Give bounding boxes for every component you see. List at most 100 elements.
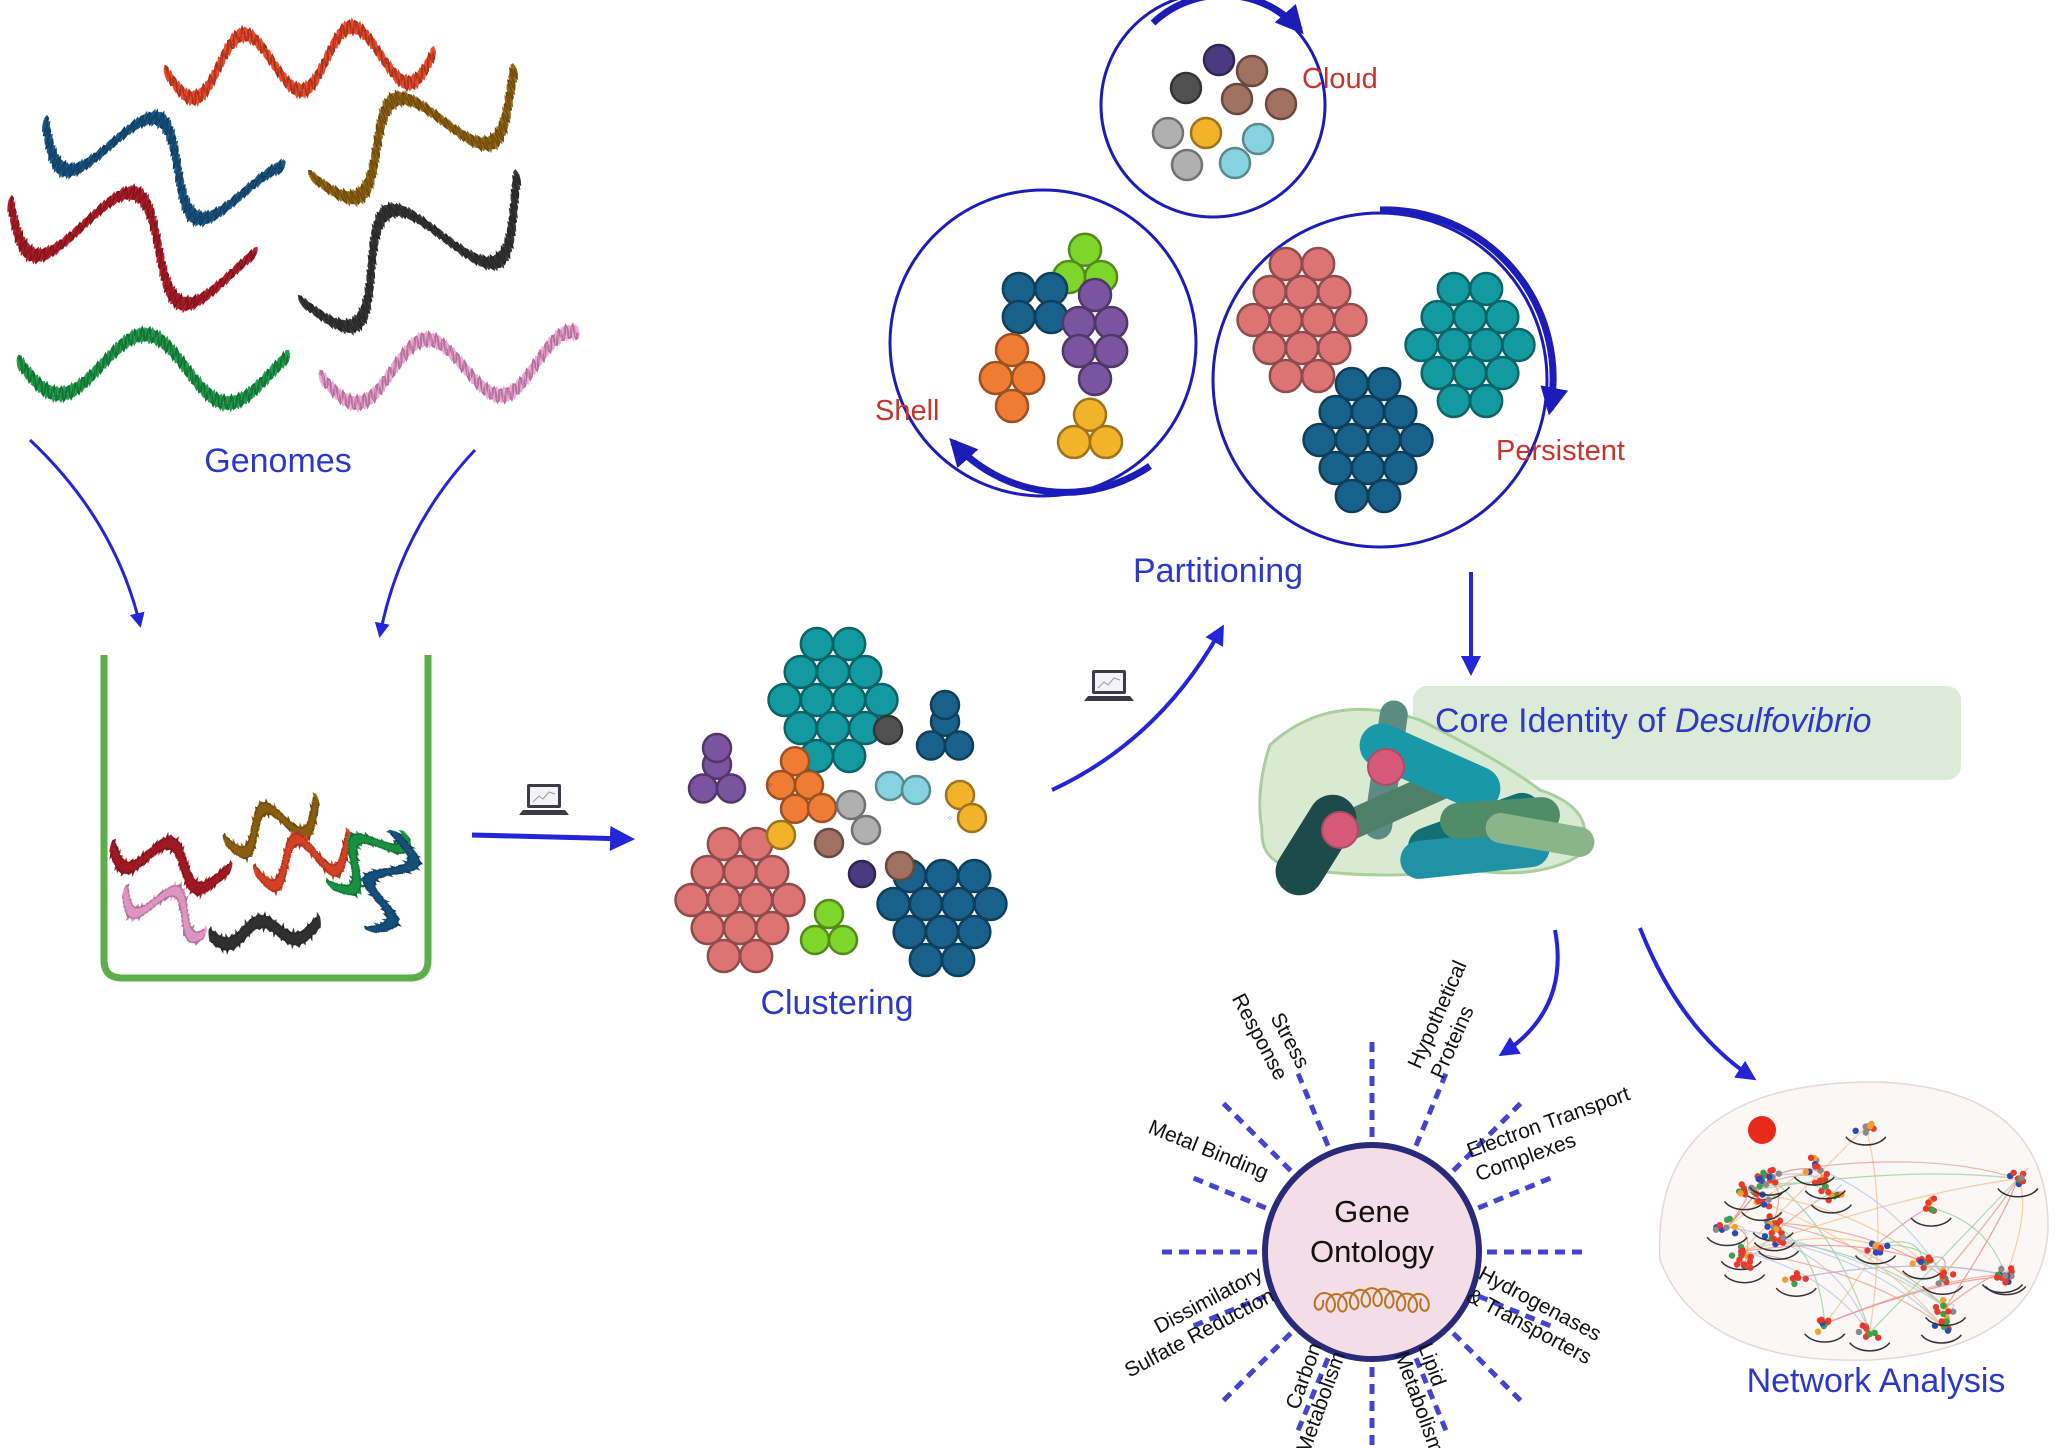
gene-circle: [767, 682, 802, 718]
gene-circle: [799, 626, 835, 662]
dna-strand-icon: [109, 831, 233, 900]
gene-circle: [876, 886, 911, 922]
gene-circle: [1268, 358, 1304, 394]
gene-circle: [1268, 246, 1304, 282]
gene-circle: [793, 769, 825, 801]
gene-circle: [892, 914, 927, 950]
gene-circle: [1383, 450, 1418, 486]
gene-circle: [1170, 148, 1204, 182]
gene-circle: [1067, 232, 1103, 268]
gene-circle: [1452, 299, 1488, 335]
gene-circle: [872, 714, 904, 746]
gene-circle: [1033, 299, 1069, 335]
dna-strand-icon: [222, 792, 320, 864]
gene-circle: [831, 626, 867, 662]
dna-strand-icon: [297, 169, 522, 336]
partition-shell: [888, 188, 1198, 498]
gene-circle: [1485, 299, 1520, 335]
dna-strand-icon: [325, 829, 413, 899]
gene-circle: [1468, 327, 1504, 363]
gene-circle: [1252, 330, 1287, 366]
gene-circle: [1300, 302, 1336, 338]
gene-circle: [1235, 54, 1269, 88]
ontology-ray: [1477, 1175, 1554, 1211]
genome-pool-container: [100, 655, 432, 982]
gene-circle: [1077, 361, 1113, 397]
arrow-icon: [1498, 929, 1560, 1057]
gene-circle: [1318, 394, 1353, 430]
dna-strand-icon: [16, 325, 291, 413]
core-identity-title: Core Identity of Desulfovibrio: [1435, 702, 1872, 740]
cloud-label: Cloud: [1302, 63, 1378, 95]
gene-circle: [813, 827, 845, 859]
gene-circle: [1151, 116, 1185, 150]
ontology-ray: [1190, 1175, 1267, 1211]
gene-circle: [715, 773, 747, 804]
gene-circle: [1061, 333, 1097, 369]
gene-circle: [915, 730, 947, 761]
dna-strand-icon: [7, 183, 258, 314]
gene-ontology-title-line1: Gene: [1334, 1194, 1410, 1229]
genomes-label: Genomes: [204, 442, 351, 480]
dna-strand-icon: [359, 829, 424, 934]
gene-circle: [1202, 43, 1236, 77]
gene-circle: [765, 819, 797, 851]
gene-circle: [771, 882, 806, 918]
gene-circle: [940, 942, 976, 978]
gene-circle: [908, 942, 944, 978]
gene-circle: [755, 910, 790, 946]
gene-circle: [1436, 327, 1472, 363]
genome-strands: [7, 17, 580, 413]
gene-circle: [956, 802, 988, 834]
gene-circle: [813, 898, 845, 930]
gene-circle: [1333, 302, 1368, 338]
gene-circle: [924, 914, 960, 950]
gene-circle: [831, 682, 867, 718]
network-graph-icon: [1658, 1081, 2049, 1361]
gene-circle: [1284, 330, 1320, 366]
gene-circle: [1366, 422, 1402, 458]
gene-circle: [1366, 366, 1402, 402]
gene-circle: [864, 682, 899, 718]
gene-circle: [783, 710, 818, 746]
gene-circle: [957, 858, 992, 894]
ontology-ray: [1413, 1070, 1449, 1147]
ontology-ray: [1295, 1357, 1331, 1434]
gene-clusters: [674, 626, 1008, 978]
dna-strand-icon: [121, 880, 208, 947]
gene-circle: [1284, 274, 1320, 310]
laptop-icon: [519, 784, 569, 815]
gene-circle: [1366, 478, 1402, 514]
gene-circle: [1302, 422, 1337, 458]
gene-circle: [1001, 299, 1037, 335]
gene-circle: [706, 826, 742, 862]
network-analysis-label: Network Analysis: [1747, 1362, 2006, 1400]
gene-circle: [1420, 299, 1455, 335]
gene-circle: [1317, 274, 1352, 310]
gene-circle: [847, 859, 877, 889]
gene-circle: [827, 924, 859, 956]
arrow-icon: [28, 438, 145, 628]
gene-circle: [1399, 422, 1434, 458]
gene-circle: [1420, 355, 1455, 391]
clustering-label: Clustering: [760, 984, 913, 1022]
arrow-icon: [374, 448, 477, 638]
dna-strand-icon: [163, 17, 436, 108]
gene-circle: [690, 910, 725, 946]
arrow-icon: [1051, 624, 1224, 792]
gene-circle: [1264, 87, 1298, 121]
gene-circle: [674, 882, 709, 918]
gene-circle: [1300, 358, 1336, 394]
gene-circle: [1350, 450, 1386, 486]
gene-circle: [722, 910, 758, 946]
gene-circle: [1317, 330, 1352, 366]
gene-circle: [943, 730, 975, 761]
gene-circle: [1218, 146, 1252, 180]
